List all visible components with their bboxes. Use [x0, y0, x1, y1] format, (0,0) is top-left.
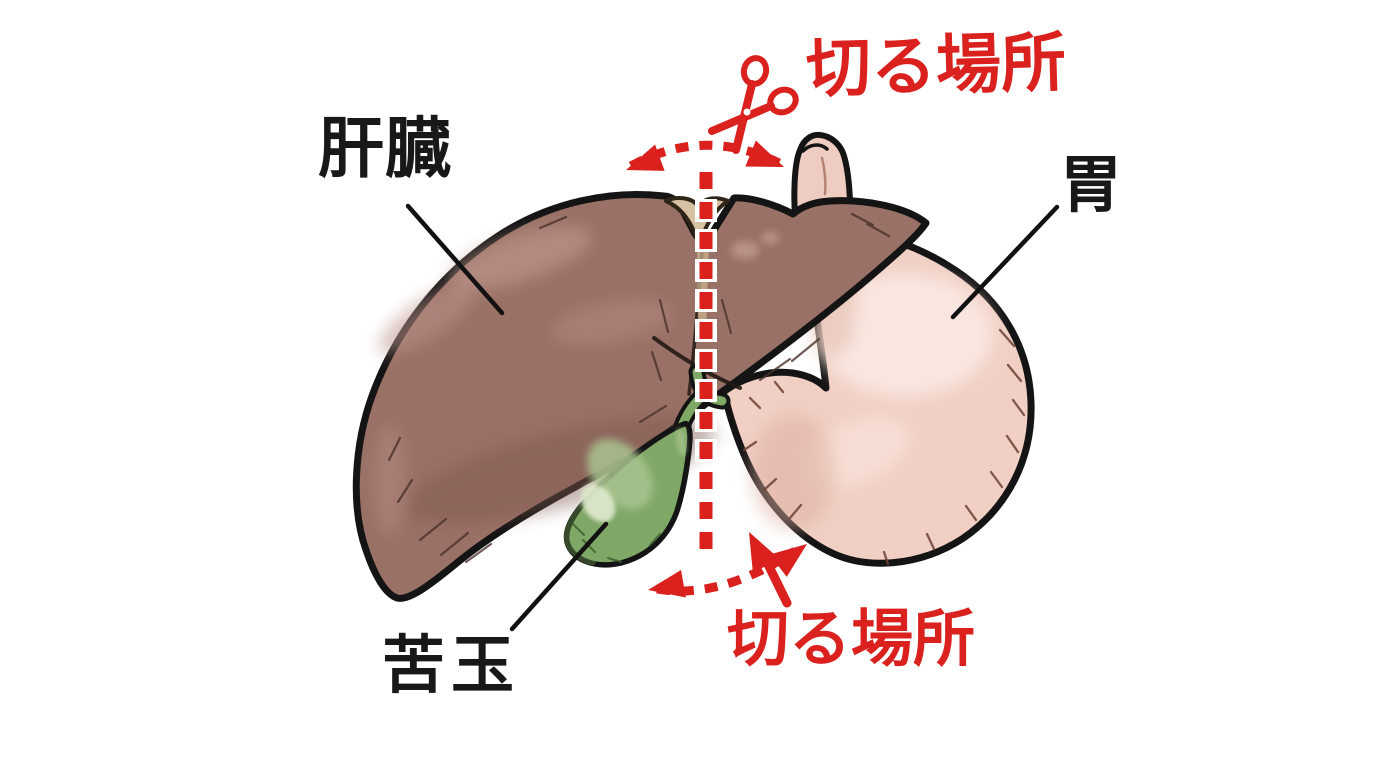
cut-location-top-label: 切る場所: [805, 25, 1067, 108]
cut-location-bottom-label: 切る場所: [727, 602, 976, 675]
scissors-icon: [708, 55, 799, 154]
gallbladder-label: 苦玉: [382, 629, 520, 702]
cut-arc-top: [628, 140, 781, 170]
cut-annotations: [626, 55, 807, 608]
stomach-label: 胃: [1060, 148, 1124, 221]
gallbladder-leader-line: [509, 521, 609, 632]
stomach-leader-line: [950, 204, 1060, 320]
liver-hatching: [387, 212, 891, 564]
liver-label: 肝臓: [318, 110, 452, 187]
arrowhead-pointer: [749, 532, 780, 573]
arrowhead-bottom-right: [769, 544, 807, 577]
liver-leader-line: [405, 203, 505, 316]
leader-lines: [405, 203, 1060, 632]
arrowhead-bottom-left: [648, 569, 686, 598]
gallbladder-shape: [563, 420, 693, 568]
arrowhead-top-right: [745, 140, 784, 167]
arrowhead-top-left: [626, 144, 665, 171]
